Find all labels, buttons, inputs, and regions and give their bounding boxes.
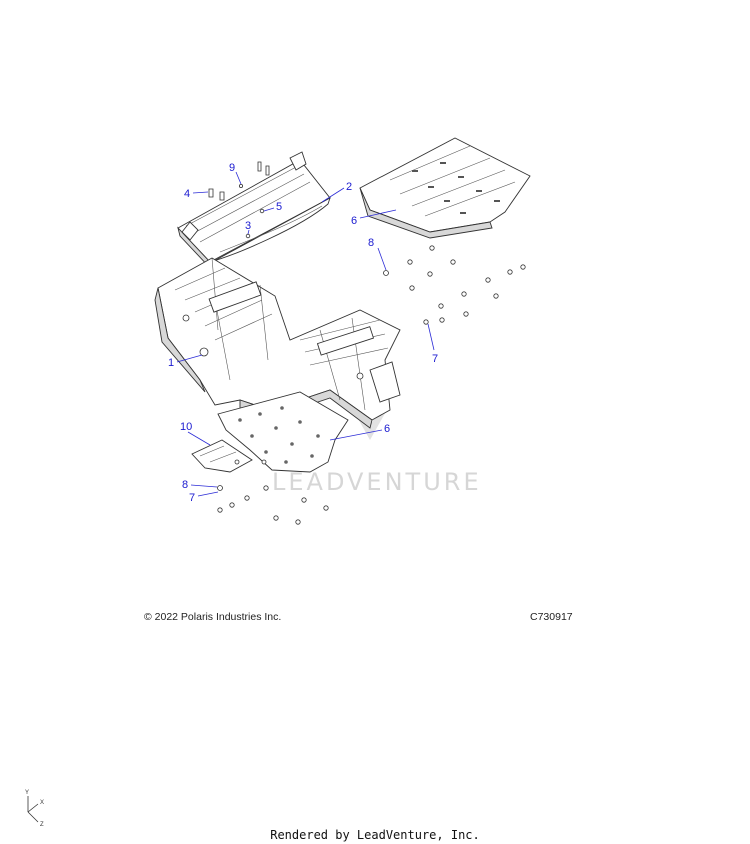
callout-5: 5 <box>276 201 282 213</box>
callout-7-top: 7 <box>432 353 438 365</box>
callout-10: 10 <box>180 421 192 433</box>
leader-lines <box>176 171 435 497</box>
skid-fasteners <box>217 459 329 525</box>
callout-1: 1 <box>168 357 174 369</box>
axis-y-label: Y <box>25 790 29 796</box>
callout-8-bottom: 8 <box>182 479 188 491</box>
callout-7-bottom: 7 <box>189 492 195 504</box>
diagram-code: C730917 <box>530 611 573 623</box>
bed-fasteners <box>383 245 526 325</box>
rendered-by-text: Rendered by LeadVenture, Inc. <box>270 828 480 842</box>
watermark-text: LEADVENTURE <box>272 468 482 496</box>
callout-3: 3 <box>245 220 251 232</box>
part-small-plate <box>191 439 253 473</box>
copyright-text: © 2022 Polaris Industries Inc. <box>144 611 282 623</box>
part-main-frame <box>154 257 401 429</box>
part-bed-panel <box>359 137 531 239</box>
part-skid-plate <box>217 391 349 473</box>
callout-8-top: 8 <box>368 237 374 249</box>
rack-fasteners <box>208 161 270 239</box>
callout-2: 2 <box>346 181 352 193</box>
callout-6-bottom: 6 <box>384 423 390 435</box>
axis-z-label: Z <box>40 822 44 828</box>
part-rack-frame <box>177 151 331 272</box>
axis-triad: Y X Z <box>25 790 44 828</box>
callout-labels: 9 4 2 5 3 6 8 7 1 10 6 8 7 <box>168 162 438 504</box>
callout-4: 4 <box>184 188 190 200</box>
callout-6-top: 6 <box>351 215 357 227</box>
callout-9: 9 <box>229 162 235 174</box>
axis-x-label: X <box>40 800 44 806</box>
